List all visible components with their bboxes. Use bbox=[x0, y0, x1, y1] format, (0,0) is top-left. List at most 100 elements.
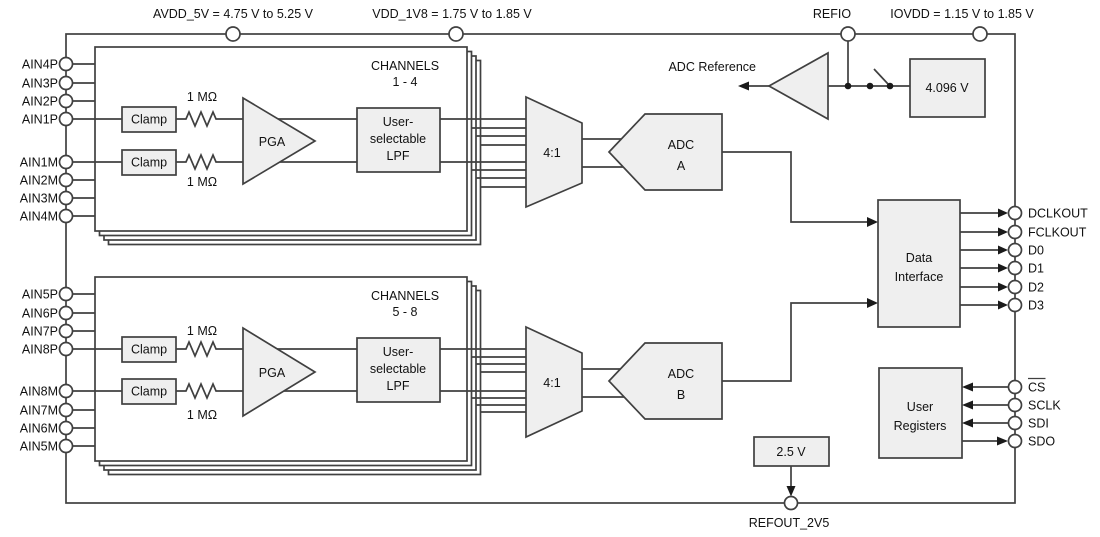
pin-terminal-ain6p bbox=[58, 305, 74, 321]
data-interface-label-line1: Data bbox=[906, 251, 932, 265]
pin-label-sdo: SDO bbox=[1028, 435, 1055, 449]
pin-terminal-d1 bbox=[1007, 260, 1023, 276]
reference-circuit: ADC Reference 4.096 V bbox=[668, 51, 986, 121]
adc-a-block: ADC A bbox=[607, 113, 878, 227]
clamp-label: Clamp bbox=[131, 113, 167, 127]
reference-arrowhead bbox=[738, 81, 749, 91]
avdd-terminal bbox=[225, 26, 241, 42]
resistor-label: 1 MΩ bbox=[187, 175, 217, 189]
clamp-label: Clamp bbox=[131, 385, 167, 399]
output-arrowhead bbox=[998, 263, 1008, 273]
user-registers-block: User Registers bbox=[878, 367, 963, 459]
input-arrowhead bbox=[962, 382, 973, 392]
pin-terminal-ain4m bbox=[58, 208, 74, 224]
clamp-label: Clamp bbox=[131, 156, 167, 170]
clamp-block bbox=[121, 149, 177, 176]
mux-blocks: 4:1 4:1 bbox=[525, 95, 583, 439]
iovdd-label: IOVDD = 1.15 V to 1.85 V bbox=[890, 7, 1034, 21]
user-registers-label-line1: User bbox=[907, 400, 933, 414]
lpf-label-line2: selectable bbox=[370, 132, 426, 146]
pin-terminal-dclkout bbox=[1007, 205, 1023, 221]
pga-triangle bbox=[242, 326, 317, 418]
output-arrowhead bbox=[997, 436, 1008, 446]
pin-label-d0: D0 bbox=[1028, 244, 1044, 258]
clamp-block bbox=[121, 106, 177, 133]
data-interface-box bbox=[877, 199, 961, 328]
pga-triangle bbox=[242, 96, 317, 186]
pin-terminal-ain3p bbox=[58, 75, 74, 91]
clamp-label: Clamp bbox=[131, 343, 167, 357]
refout-value-label: 2.5 V bbox=[776, 445, 806, 459]
vref-block bbox=[909, 58, 986, 118]
output-arrowhead bbox=[998, 282, 1008, 292]
pin-label-ain6m: AIN6M bbox=[20, 422, 58, 436]
pin-terminal-ain5m bbox=[58, 438, 74, 454]
output-arrowhead bbox=[998, 208, 1008, 218]
pin-label-ain5p: AIN5P bbox=[22, 288, 58, 302]
pin-label-sdi: SDI bbox=[1028, 417, 1049, 431]
pga-label: PGA bbox=[259, 135, 286, 149]
resistor-symbol bbox=[183, 152, 221, 172]
resistor-symbol bbox=[183, 339, 221, 359]
resistor-labels: 1 MΩ 1 MΩ 1 MΩ 1 MΩ bbox=[187, 90, 217, 422]
channels-range: 5 - 8 bbox=[392, 305, 417, 319]
data-interface-label-line2: Interface bbox=[895, 270, 944, 284]
adc-b-arrowhead bbox=[867, 298, 878, 308]
input-arrowhead bbox=[962, 400, 973, 410]
supply-terminals bbox=[225, 26, 988, 42]
adc-b-shape bbox=[607, 342, 723, 420]
mux-4to1 bbox=[525, 325, 583, 439]
adc-a-output-wire bbox=[722, 151, 868, 223]
analog-input-pins-top: AIN4P AIN3P AIN2P AIN1P AIN1M AIN2M AIN3… bbox=[20, 56, 95, 224]
resistor-symbol bbox=[183, 109, 221, 129]
pga-amplifiers: PGA PGA bbox=[242, 96, 317, 418]
mux-input-wires bbox=[440, 118, 527, 413]
clamp-blocks: Clamp Clamp Clamp Clamp bbox=[121, 106, 177, 405]
adc-a-arrowhead bbox=[867, 217, 878, 227]
refout-value-box bbox=[753, 436, 830, 467]
pin-label-ain2p: AIN2P bbox=[22, 95, 58, 109]
pin-label-ain5m: AIN5M bbox=[20, 440, 58, 454]
pin-terminal-d2 bbox=[1007, 279, 1023, 295]
user-registers-label-line2: Registers bbox=[894, 419, 947, 433]
lpf-blocks: User- selectable LPF User- selectable LP… bbox=[356, 107, 441, 403]
pin-label-d3: D3 bbox=[1028, 299, 1044, 313]
user-registers-box bbox=[878, 367, 963, 459]
pin-terminal-fclkout bbox=[1007, 224, 1023, 240]
pin-label-ain3p: AIN3P bbox=[22, 77, 58, 91]
pin-label-ain1p: AIN1P bbox=[22, 113, 58, 127]
pin-terminal-ain3m bbox=[58, 190, 74, 206]
mux-4to1 bbox=[525, 95, 583, 209]
pin-label-cs: CS bbox=[1028, 381, 1045, 395]
pin-terminal-ain4p bbox=[58, 56, 74, 72]
pin-label-ain4m: AIN4M bbox=[20, 210, 58, 224]
resistor-label: 1 MΩ bbox=[187, 408, 217, 422]
pin-terminal-sdi bbox=[1007, 415, 1023, 431]
pin-terminal-ain2p bbox=[58, 93, 74, 109]
adc-a-label-line2: A bbox=[677, 159, 686, 173]
lpf-label-line3: LPF bbox=[387, 379, 410, 393]
lpf-block bbox=[356, 107, 441, 173]
vdd1v8-terminal bbox=[448, 26, 464, 42]
pin-terminal-d0 bbox=[1007, 242, 1023, 258]
resistor-symbol bbox=[183, 381, 221, 401]
refout-circuit: 2.5 V REFOUT_2V5 bbox=[749, 436, 830, 530]
adc-b-label-line1: ADC bbox=[668, 367, 694, 381]
supply-labels: AVDD_5V = 4.75 V to 5.25 V VDD_1V8 = 1.7… bbox=[153, 7, 1034, 21]
pin-terminal-ain8p bbox=[58, 341, 74, 357]
vref-label: 4.096 V bbox=[925, 81, 969, 95]
clamp-block bbox=[121, 336, 177, 363]
analog-input-pins-bottom: AIN5P AIN6P AIN7P AIN8P AIN8M AIN7M AIN6… bbox=[20, 286, 95, 454]
output-arrowhead bbox=[998, 300, 1008, 310]
resistor-label: 1 MΩ bbox=[187, 324, 217, 338]
channels-range: 1 - 4 bbox=[392, 75, 417, 89]
reference-buffer-triangle bbox=[767, 51, 829, 121]
pin-label-refout: REFOUT_2V5 bbox=[749, 516, 830, 530]
vdd1v8-label: VDD_1V8 = 1.75 V to 1.85 V bbox=[372, 7, 532, 21]
adc-reference-label: ADC Reference bbox=[668, 60, 756, 74]
adc-a-shape bbox=[607, 113, 723, 191]
output-arrowhead bbox=[998, 227, 1008, 237]
channels-title: CHANNELS bbox=[371, 59, 439, 73]
lpf-label-line2: selectable bbox=[370, 362, 426, 376]
